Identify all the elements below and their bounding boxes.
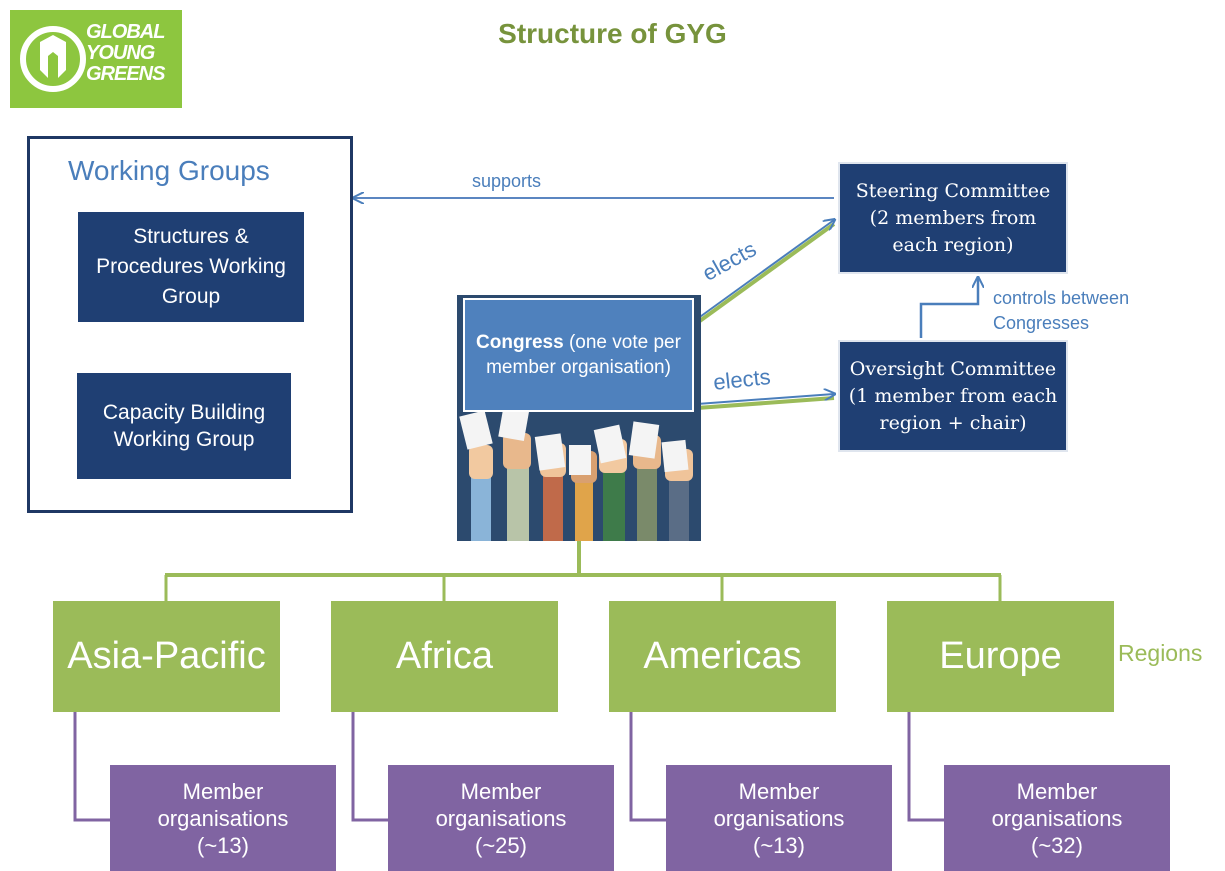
logo-line-1: GLOBAL (86, 21, 165, 43)
steering-committee-box: Steering Committee (2 members from each … (838, 162, 1068, 274)
steering-committee-label: Steering Committee (2 members from each … (855, 179, 1051, 256)
elects-steering-arrow (696, 220, 834, 320)
region-africa: Africa (331, 601, 558, 712)
members-count: (~13) (753, 832, 805, 858)
structures-procedures-working-group: Structures & Procedures Working Group (78, 212, 304, 322)
congress-detail: (one vote per member organisation) (486, 332, 681, 378)
gyg-logo-icon (20, 26, 86, 92)
logo-wordmark: GLOBAL YOUNG GREENS (86, 21, 165, 85)
members-label: Member organisations (157, 778, 289, 831)
link-africa-members (351, 712, 388, 822)
elects-oversight-arrow (696, 394, 834, 405)
members-asia-pacific: Member organisations(~13) (110, 765, 336, 871)
region-name: Africa (395, 635, 494, 677)
elects-oversight-line-green (696, 396, 835, 410)
elects-steering-line-green (695, 222, 836, 325)
gyg-logo (10, 10, 182, 108)
members-label: Member organisations (991, 778, 1123, 831)
controls-line-1: controls between (993, 288, 1130, 308)
region-name: Americas (643, 635, 802, 677)
members-europe: Member organisations(~32) (944, 765, 1170, 871)
wg1-label: Structures & Procedures Working Group (96, 225, 286, 308)
oversight-committee-label: Oversight Committee (1 member from each … (848, 357, 1058, 434)
members-count: (~13) (197, 832, 249, 858)
controls-line-2: Congresses (993, 313, 1090, 333)
logo-line-3: GREENS (86, 63, 165, 85)
regions-label: Regions (1118, 640, 1203, 666)
members-americas: Member organisations(~13) (666, 765, 892, 871)
capacity-building-working-group: Capacity Building Working Group (77, 373, 291, 479)
voting-hands-icon (457, 295, 701, 541)
congress-box: Congress (one vote per member organisati… (463, 298, 694, 412)
controls-arrow (919, 278, 978, 338)
region-name: Asia-Pacific (67, 635, 266, 677)
link-americas-members (629, 712, 666, 822)
members-africa: Member organisations(~25) (388, 765, 614, 871)
oversight-committee-box: Oversight Committee (1 member from each … (838, 340, 1068, 452)
link-europe-members (907, 712, 944, 822)
working-groups-title: Working Groups (68, 155, 270, 186)
link-asia-members (73, 712, 110, 822)
members-count: (~25) (475, 832, 527, 858)
logo-line-2: YOUNG (86, 42, 155, 64)
members-label: Member organisations (435, 778, 567, 831)
members-label: Member organisations (713, 778, 845, 831)
congress-name: Congress (476, 332, 564, 353)
controls-label: controls between Congresses (993, 286, 1129, 336)
supports-label: supports (472, 171, 542, 191)
page-title: Structure of GYG (498, 18, 727, 49)
congress-label: Congress (one vote per member organisati… (473, 330, 684, 380)
region-americas: Americas (609, 601, 836, 712)
wg2-label: Capacity Building Working Group (102, 401, 266, 451)
region-name: Europe (939, 635, 1062, 677)
region-asia-pacific: Asia-Pacific (53, 601, 280, 712)
members-count: (~32) (1031, 832, 1083, 858)
region-europe: Europe (887, 601, 1114, 712)
